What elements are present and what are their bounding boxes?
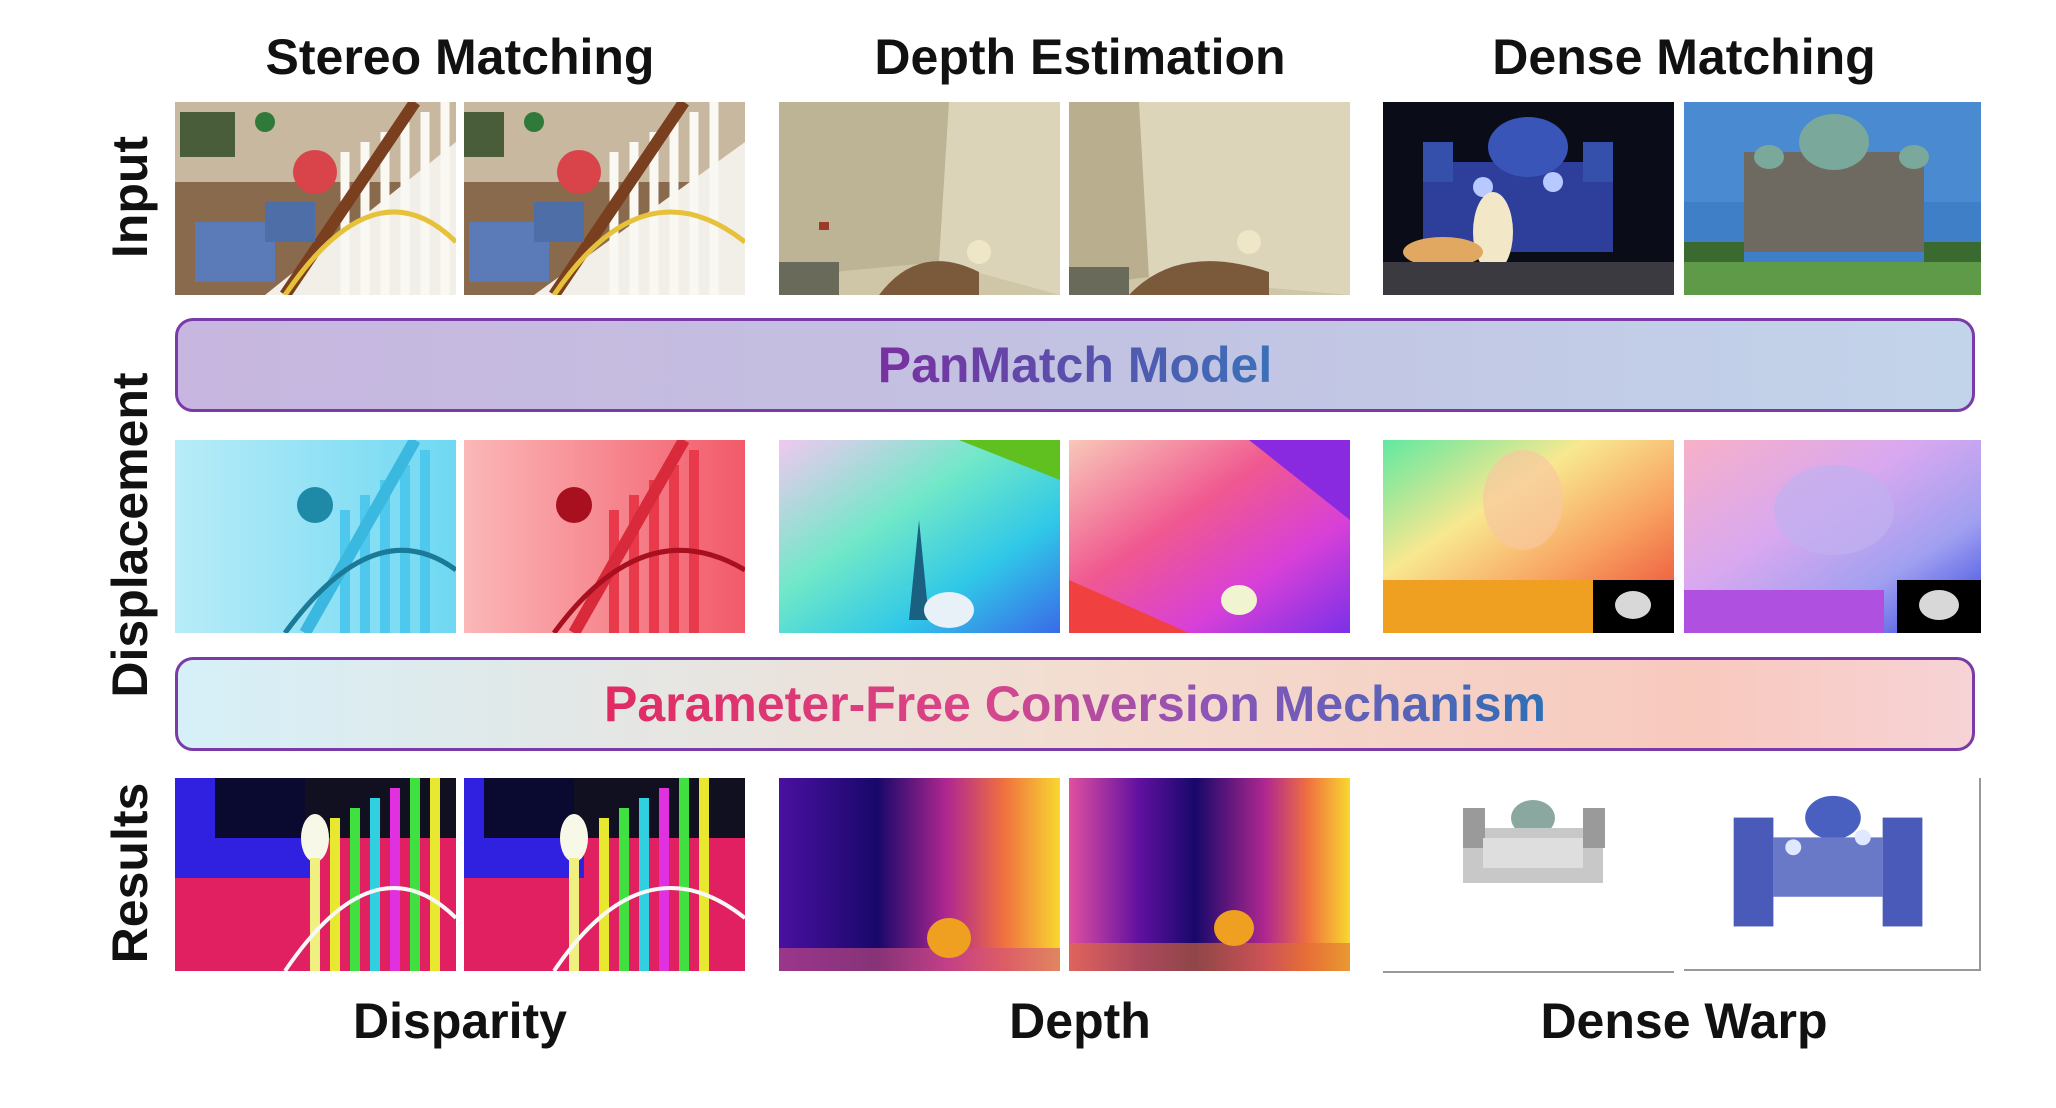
column-title-stereo-matching: Stereo Matching (265, 29, 655, 85)
result-disparity-left-image (175, 778, 456, 971)
result-disparity-right-image (464, 778, 745, 971)
column-title-depth-estimation: Depth Estimation (874, 29, 1286, 85)
displacement-depth-right-image (1069, 440, 1350, 633)
output-label-dense-warp: Dense Warp (1540, 993, 1828, 1049)
result-depth-right-image (1069, 778, 1350, 971)
result-depth-left-image (779, 778, 1060, 971)
output-label-depth: Depth (1009, 993, 1151, 1049)
result-dense-warp-right-image (1684, 778, 1981, 971)
column-title-dense-matching: Dense Matching (1492, 29, 1876, 85)
displacement-dense-left-image (1383, 440, 1674, 633)
conversion-mechanism-banner: Parameter-Free Conversion Mechanism (175, 657, 1975, 751)
displacement-dense-right-image (1684, 440, 1981, 633)
input-stereo-right-image (464, 102, 745, 295)
row-label-input: Input (102, 135, 158, 259)
conversion-mechanism-label: Parameter-Free Conversion Mechanism (603, 676, 1547, 732)
panmatch-model-banner: PanMatch Model (175, 318, 1975, 412)
input-stereo-left-image (175, 102, 456, 295)
input-dense-right-image (1684, 102, 1981, 295)
input-depth-left-image (779, 102, 1060, 295)
displacement-stereo-right-image (464, 440, 745, 633)
panmatch-model-label: PanMatch Model (877, 337, 1273, 393)
input-depth-right-image (1069, 102, 1350, 295)
displacement-depth-left-image (779, 440, 1060, 633)
result-dense-warp-left-image (1383, 778, 1674, 973)
output-label-disparity: Disparity (353, 993, 567, 1049)
input-dense-left-image (1383, 102, 1674, 295)
row-label-displacement: Displacement (102, 372, 158, 698)
row-label-results: Results (102, 782, 158, 964)
displacement-stereo-left-image (175, 440, 456, 633)
